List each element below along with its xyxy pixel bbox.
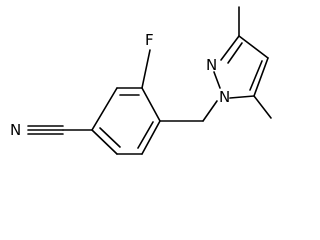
bond-c1-c2 <box>91 87 118 131</box>
methyl-groups <box>238 6 272 119</box>
bond-c4-c5 <box>141 120 161 155</box>
bond-c4-c5-inner <box>249 60 263 91</box>
bond-ch2-n1 <box>202 100 218 122</box>
atom-label-pyrazole-n2: N <box>206 56 217 74</box>
bond-n2-c3-inner <box>227 42 243 64</box>
benzene-ring <box>91 87 161 155</box>
bond-c5-n1 <box>229 95 255 99</box>
methyl-bond-c5 <box>253 95 272 119</box>
bond-c4-c5 <box>253 57 269 97</box>
fluorine-bond <box>141 49 151 89</box>
bond-c6-c1 <box>91 129 118 155</box>
bond-c6-c1-inner <box>99 127 121 148</box>
bond-n2-c3 <box>220 35 240 61</box>
nitrile-bond <box>27 125 93 135</box>
bond-n1-n2 <box>213 71 221 89</box>
atom-label-nitrile-nitrogen: N <box>10 121 21 139</box>
pyrazole-ring <box>213 35 269 99</box>
bond-c4-c5-inner <box>137 121 154 149</box>
bond-c3-c4 <box>238 35 269 59</box>
bond-c3-f <box>141 49 151 89</box>
bond-c3-c4 <box>141 87 161 122</box>
methylene-linker <box>159 100 218 122</box>
atom-label-pyrazole-n1: N <box>219 88 230 106</box>
atom-label-fluorine: F <box>145 31 154 49</box>
molecule-structure-diagram: N F N N <box>10 6 272 155</box>
